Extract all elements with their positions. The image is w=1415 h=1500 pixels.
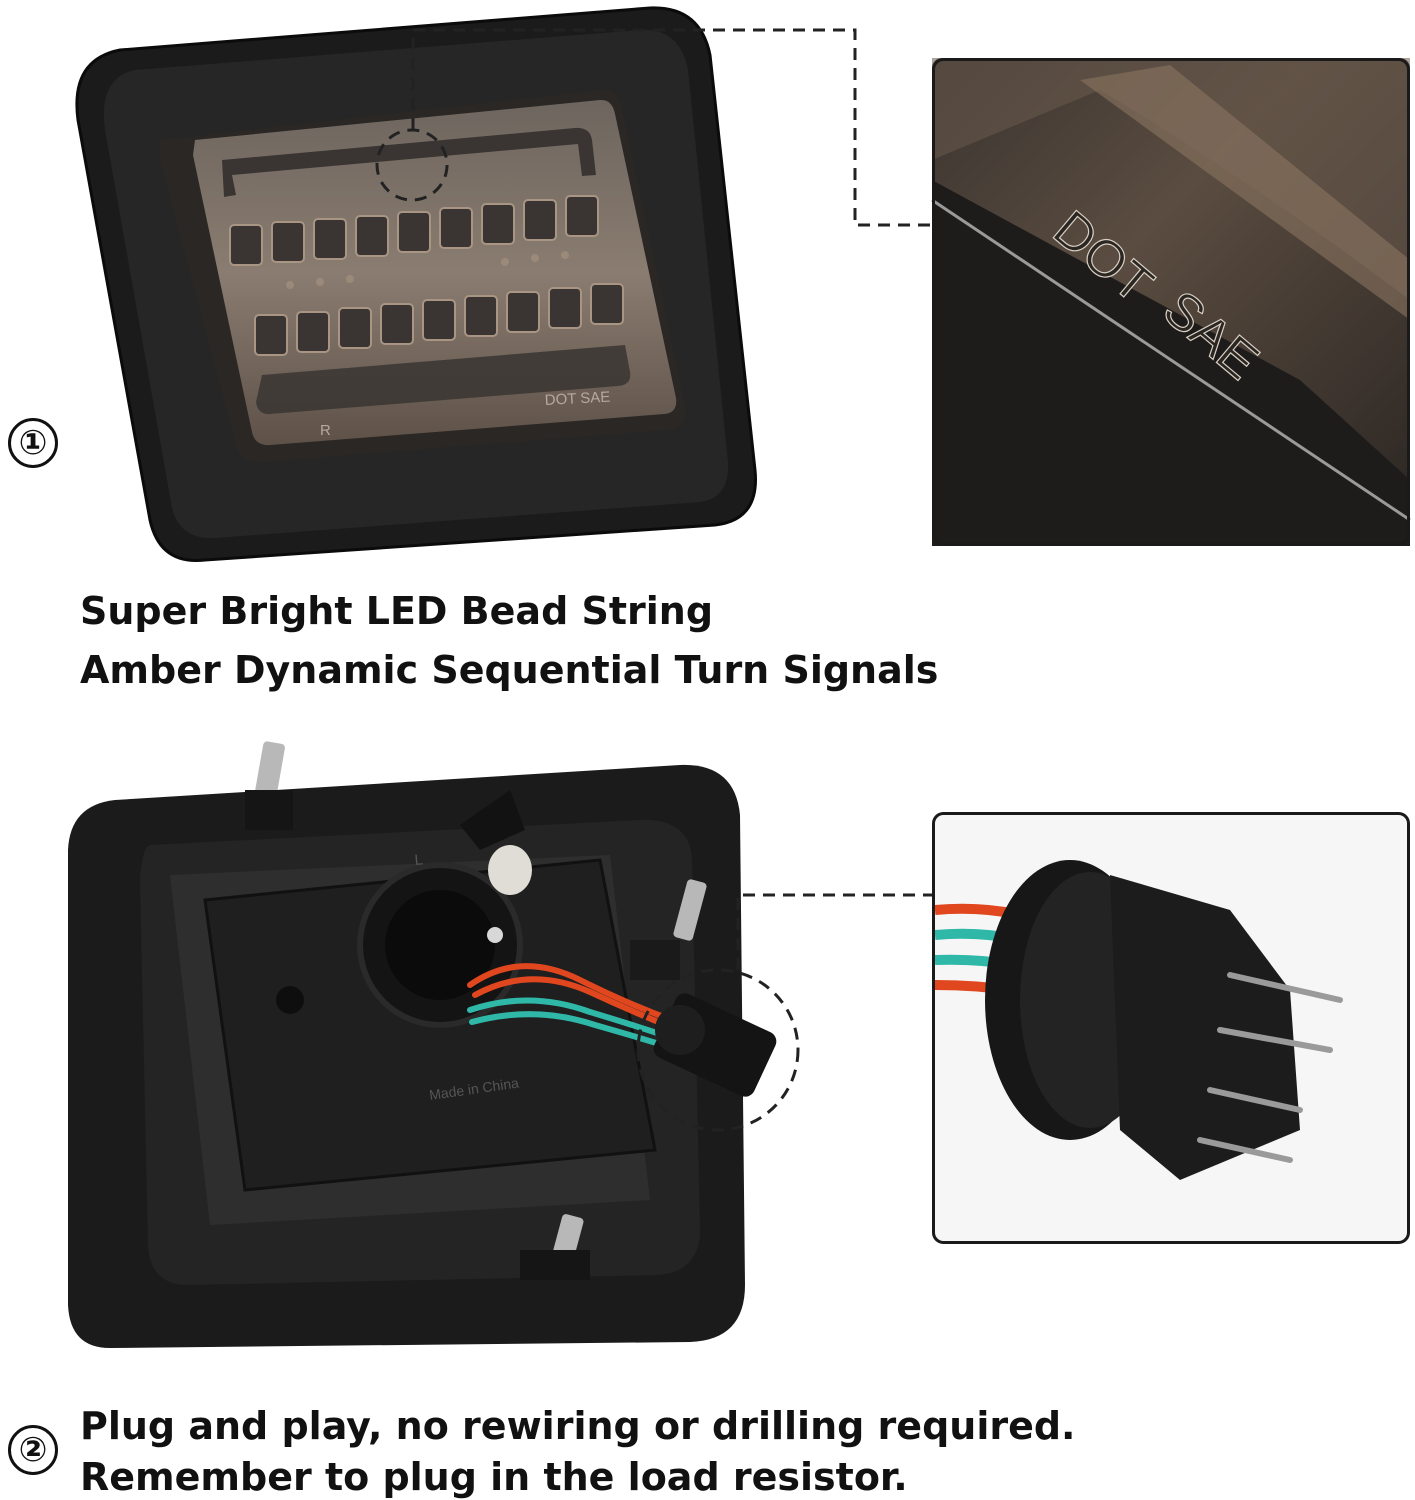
callout-leader-top — [375, 28, 932, 227]
callout-leader-bottom — [636, 893, 932, 1132]
caption-2-line-2: Remember to plug in the load resistor. — [80, 1455, 908, 1499]
lens-mark-r: R — [320, 422, 331, 439]
mounting-studs — [245, 741, 707, 1280]
caption-1-line-2: Amber Dynamic Sequential Turn Signals — [80, 648, 939, 692]
zoom-detail-dot-sae: DOT SAE — [931, 58, 1411, 546]
rear-light-photo: L Made in China — [68, 741, 1410, 1348]
step-badge-2: ② — [8, 1425, 58, 1475]
rear-plug — [653, 993, 777, 1097]
front-lens: R DOT SAE — [160, 89, 686, 463]
housing-mark-side: L — [414, 851, 424, 869]
lens-mark-dot-sae: DOT SAE — [544, 389, 610, 409]
front-light-photo: R DOT SAE DOT SAE — [75, 6, 1411, 562]
caption-2-line-1: Plug and play, no rewiring or drilling r… — [80, 1404, 1076, 1448]
zoom-detail-plug — [932, 812, 1410, 1244]
caption-1-line-1: Super Bright LED Bead String — [80, 589, 714, 633]
step-badge-1: ① — [8, 418, 58, 468]
socket-housing: L Made in China — [203, 790, 657, 1192]
